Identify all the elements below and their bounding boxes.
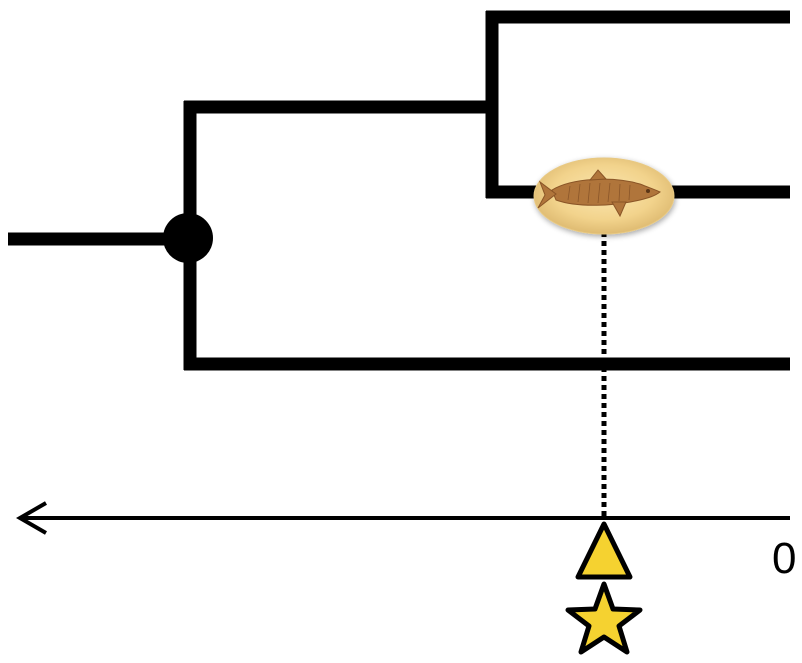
triangle-icon [575, 521, 633, 580]
root-node-dot [163, 213, 213, 263]
fossil-fish-icon [533, 157, 675, 235]
time-axis-zero-label: 0 [772, 534, 797, 583]
time-axis-arrowhead [15, 501, 47, 535]
star-icon [565, 581, 643, 655]
